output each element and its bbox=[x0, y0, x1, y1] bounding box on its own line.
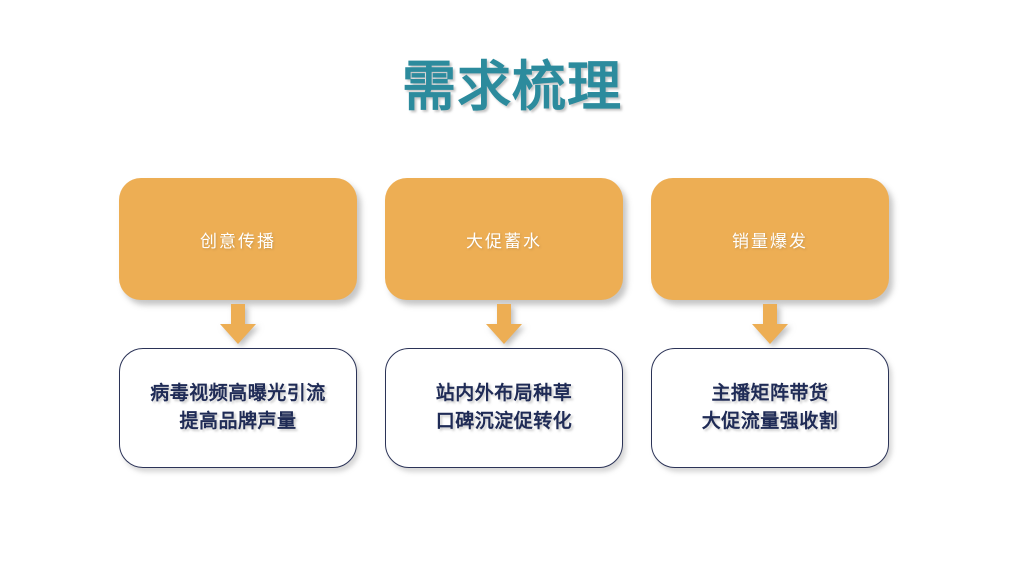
outcome-line: 主播矩阵带货 bbox=[711, 382, 829, 404]
outcome-line: 提高品牌声量 bbox=[179, 411, 297, 432]
outcome-line: 站内外布局种草 bbox=[435, 382, 573, 404]
outcome-line: 病毒视频高曝光引流 bbox=[150, 382, 326, 404]
arrow-connector-1 bbox=[119, 300, 357, 348]
outcome-card-1[interactable]: 病毒视频高曝光引流 提高品牌声量 bbox=[119, 348, 357, 468]
outcome-card-3[interactable]: 主播矩阵带货 大促流量强收割 bbox=[651, 348, 889, 468]
outcome-line: 口碑沉淀促转化 bbox=[435, 411, 573, 432]
arrow-down-icon bbox=[486, 304, 522, 344]
page-title: 需求梳理 bbox=[402, 57, 622, 117]
flow-column-1: 创意传播 病毒视频高曝光引流 提高品牌声量 bbox=[119, 178, 357, 468]
stage-card-label: 大促蓄水 bbox=[466, 231, 542, 251]
flow-column-3: 销量爆发 主播矩阵带货 大促流量强收割 bbox=[651, 178, 889, 468]
arrow-down-icon bbox=[752, 304, 788, 344]
arrow-down-icon bbox=[220, 304, 256, 344]
outcome-card-2[interactable]: 站内外布局种草 口碑沉淀促转化 bbox=[385, 348, 623, 468]
stage-card-3[interactable]: 销量爆发 bbox=[651, 178, 889, 300]
arrow-connector-2 bbox=[385, 300, 623, 348]
outcome-line: 大促流量强收割 bbox=[701, 411, 839, 432]
stage-card-2[interactable]: 大促蓄水 bbox=[385, 178, 623, 300]
arrow-connector-3 bbox=[651, 300, 889, 348]
flow-column-2: 大促蓄水 站内外布局种草 口碑沉淀促转化 bbox=[385, 178, 623, 468]
stage-card-1[interactable]: 创意传播 bbox=[119, 178, 357, 300]
stage-card-label: 创意传播 bbox=[200, 231, 276, 251]
stage-card-label: 销量爆发 bbox=[732, 231, 808, 251]
